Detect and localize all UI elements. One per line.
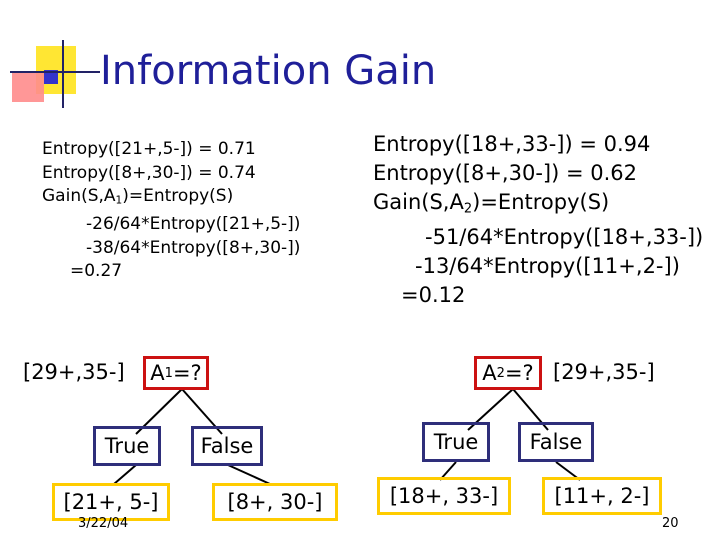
right-gain-prefix: Gain(S,A [373, 190, 464, 214]
tree1-root-counts: [29+,35-] [23, 360, 125, 384]
tree1-attr-prefix: A [150, 361, 165, 385]
tree2-attr-suffix: =? [504, 361, 534, 385]
left-result: =0.27 [70, 261, 123, 282]
tree1-attr-subscript: 1 [164, 365, 173, 381]
left-gain-line: Gain(S,A1)=Entropy(S) [42, 185, 300, 213]
footer-date: 3/22/04 [78, 516, 129, 531]
tree2-true-box: True [422, 422, 490, 462]
logo-vertical-line [62, 40, 64, 108]
right-gain-suffix: )=Entropy(S) [472, 190, 610, 214]
tree2-attr-subscript: 2 [496, 365, 505, 381]
left-entropy-line-2: Entropy([8+,30-]) = 0.74 [42, 162, 256, 183]
tree1-true-box: True [93, 426, 161, 466]
logo-square-red [12, 72, 44, 102]
left-entropy-line-1: Entropy([21+,5-]) = 0.71 [42, 139, 256, 159]
logo-horizontal-line [10, 71, 100, 73]
left-calculation: Entropy([21+,5-]) = 0.71 Entropy([8+,30-… [42, 138, 300, 284]
tree1-edge-false-leaf [227, 464, 271, 485]
tree1-attr-suffix: =? [172, 361, 202, 385]
left-term-1: -26/64*Entropy([21+,5-]) [86, 214, 301, 235]
right-result: =0.12 [401, 283, 466, 308]
tree2-true-leaf: [18+, 33-] [377, 477, 511, 515]
tree1-edge-true-leaf [113, 464, 137, 485]
left-term-2: -38/64*Entropy([8+,30-]) [86, 237, 301, 258]
right-entropy-line-2: Entropy([8+,30-]) = 0.62 [373, 161, 637, 185]
logo-square-blue [44, 70, 58, 84]
left-gain-prefix: Gain(S,A [42, 186, 116, 206]
page-number: 20 [662, 516, 679, 531]
right-term-1: -51/64*Entropy([18+,33-]) [425, 225, 704, 250]
tree1-false-leaf: [8+, 30-] [212, 483, 338, 521]
right-gain-line: Gain(S,A2)=Entropy(S) [373, 188, 703, 223]
tree2-false-box: False [518, 422, 594, 462]
right-gain-subscript: 2 [463, 201, 473, 217]
tree2-root-counts: [29+,35-] [553, 360, 655, 384]
tree1-true-leaf: [21+, 5-] [52, 483, 170, 521]
right-calculation: Entropy([18+,33-]) = 0.94 Entropy([8+,30… [373, 130, 703, 310]
left-gain-suffix: )=Entropy(S) [122, 186, 234, 206]
slide-title: Information Gain [100, 48, 437, 94]
right-term-2: -13/64*Entropy([11+,2-]) [415, 254, 680, 279]
tree2-false-leaf: [11+, 2-] [542, 477, 662, 515]
right-entropy-line-1: Entropy([18+,33-]) = 0.94 [373, 132, 651, 156]
left-gain-subscript: 1 [115, 194, 123, 207]
tree1-false-box: False [191, 426, 263, 466]
tree2-attr-prefix: A [482, 361, 497, 385]
